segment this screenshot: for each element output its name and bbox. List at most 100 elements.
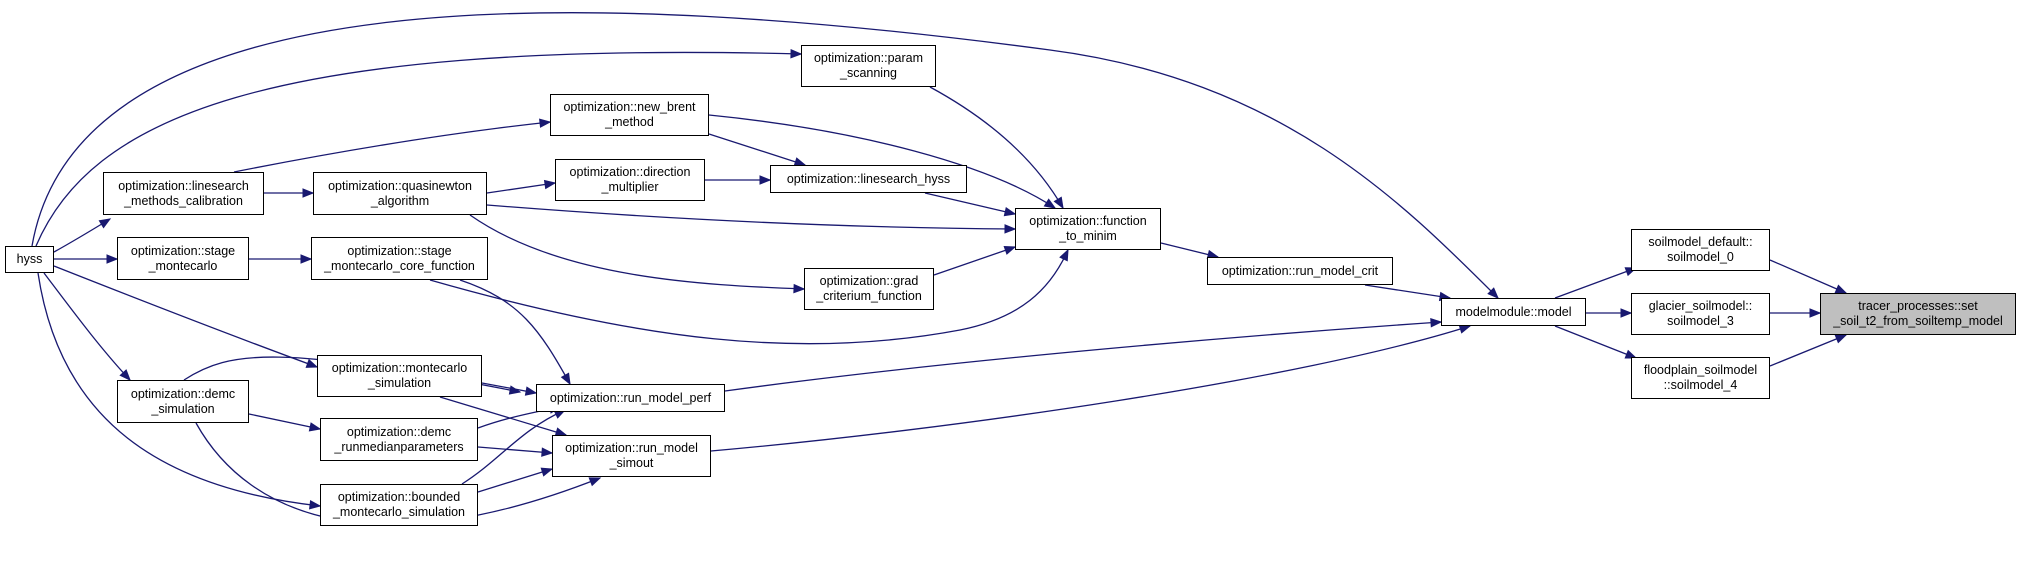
e-grad-fmin (933, 245, 1017, 276)
e-soil0-tracer-arrowhead (1834, 284, 1848, 294)
node-soilmodel-default-soilmodel-0[interactable]: soilmodel_default:: soilmodel_0 (1631, 229, 1770, 271)
node-optimization-new-brent-method[interactable]: optimization::new_brent _method (550, 94, 709, 136)
node-optimization-run-model-perf[interactable]: optimization::run_model_perf (536, 384, 725, 412)
e-demcsim-demcrun-line (248, 413, 321, 430)
node-label-line: optimization::direction (569, 165, 691, 179)
node-label-line: _to_minim (1059, 229, 1117, 243)
e-newbrent-lshyss (708, 133, 807, 167)
e-hyss-model-arrowhead (1487, 287, 1499, 299)
node-optimization-linesearch-hyss[interactable]: optimization::linesearch_hyss (770, 165, 967, 193)
e-simout-model (710, 324, 1472, 452)
e-quasi-grad (469, 214, 806, 294)
e-simout-model-arrowhead (1458, 324, 1472, 334)
e-soil4-tracer (1769, 334, 1848, 367)
e-newbrent-fmin (708, 114, 1057, 209)
e-param-fmin-line (929, 86, 1064, 209)
node-optimization-demc-simulation[interactable]: optimization::demc _simulation (117, 380, 249, 423)
node-label-line: optimization::grad (819, 274, 919, 288)
e-param-fmin-arrowhead (1053, 196, 1064, 210)
e-hyss-demcsim-arrowhead (119, 369, 131, 381)
node-label-line: optimization::function (1029, 214, 1147, 228)
e-boundedmc-simout-line (477, 468, 553, 493)
e-hyss-stagemc-arrowhead (106, 254, 119, 264)
e-model-soil0 (1554, 267, 1638, 299)
e-hyss-mcsim-arrowhead (305, 358, 319, 368)
e-quasi-grad-arrowhead (793, 283, 806, 294)
e-runcrit-model (1364, 284, 1452, 302)
node-optimization-bounded-montecarlo-simulation[interactable]: optimization::bounded _montecarlo_simula… (320, 484, 478, 526)
node-glacier-soilmodel-soilmodel-3[interactable]: glacier_soilmodel:: soilmodel_3 (1631, 293, 1770, 335)
e-model-soil0-line (1554, 267, 1637, 299)
node-optimization-function-to-minim[interactable]: optimization::function _to_minim (1015, 208, 1161, 250)
e-lshyss-fmin-arrowhead (1003, 206, 1017, 217)
node-optimization-run-model-crit[interactable]: optimization::run_model_crit (1207, 257, 1393, 285)
e-quasi-fmin-line (486, 204, 1016, 230)
e-mcsim-runperf (481, 382, 538, 396)
node-label-line: optimization::new_brent (563, 100, 696, 114)
e-hyss-mcsim (53, 265, 319, 368)
node-optimization-linesearch-methods-calibration[interactable]: optimization::linesearch _methods_calibr… (103, 172, 264, 215)
e-quasi-grad-line (469, 214, 805, 290)
e-stagecore-fmin (429, 248, 1069, 345)
node-hyss[interactable]: hyss (5, 246, 54, 273)
node-label-line: optimization::linesearch_hyss (786, 171, 951, 186)
node-label-line: optimization::run_model_perf (549, 390, 712, 405)
e-mcsim-runperf-arrowhead (524, 386, 538, 396)
node-optimization-param-scanning[interactable]: optimization::param _scanning (801, 45, 936, 87)
e-hyss-lscal (53, 218, 112, 253)
e-hyss-boundedmc-arrowhead (309, 500, 322, 510)
e-lshyss-fmin (924, 192, 1017, 217)
node-label-line: optimization::param (813, 51, 924, 65)
e-soil4-tracer-arrowhead (1834, 334, 1848, 344)
e-hyss-model-line (31, 12, 1499, 299)
e-param-fmin (929, 86, 1064, 210)
e-hyss-param-arrowhead (790, 49, 803, 59)
node-optimization-run-model-simout[interactable]: optimization::run_model _simout (552, 435, 711, 477)
e-hyss-demcsim-line (43, 272, 131, 381)
node-label-line: _montecarlo_core_function (324, 258, 475, 273)
e-demcsim-simout-arrowhead (588, 477, 602, 487)
e-lscal-quasi (264, 188, 315, 198)
e-soil0-tracer (1769, 259, 1848, 294)
e-hyss-param-line (35, 51, 802, 247)
node-label-line: modelmodule::model (1455, 304, 1572, 319)
node-optimization-stage-montecarlo-core-function[interactable]: optimization::stage _montecarlo_core_fun… (311, 237, 488, 280)
e-lscal-newbrent-arrowhead (539, 118, 552, 128)
e-stagecore-fmin-line (429, 249, 1069, 345)
e-mcsim-simout-line (439, 396, 567, 436)
e-stagecore-runperf-line (459, 279, 571, 385)
e-demcsim-demcrun (248, 413, 322, 432)
node-optimization-direction-multiplier[interactable]: optimization::direction _multiplier (555, 159, 705, 201)
e-stagecore-runperf-arrowhead (560, 372, 571, 386)
node-optimization-demc-runmedianparameters[interactable]: optimization::demc _runmedianparameters (320, 418, 478, 461)
node-label-line: optimization::linesearch (118, 178, 249, 193)
node-floodplain-soilmodel-soilmodel-4[interactable]: floodplain_soilmodel ::soilmodel_4 (1631, 357, 1770, 399)
e-demcrun-simout-line (477, 446, 553, 454)
node-optimization-grad-criterium-function[interactable]: optimization::grad _criterium_function (804, 268, 934, 310)
node-label-line: ::soilmodel_4 (1663, 378, 1738, 392)
e-soil4-tracer-line (1769, 334, 1847, 367)
node-label-line: soilmodel_default:: (1648, 235, 1753, 249)
e-boundedmc-runperf-line (461, 409, 566, 485)
e-runperf-model-line (724, 321, 1442, 392)
node-optimization-quasinewton-algorithm[interactable]: optimization::quasinewton _algorithm (313, 172, 487, 215)
e-hyss-stagemc (54, 254, 119, 264)
node-label-line: _scanning (840, 66, 897, 80)
e-newbrent-fmin-line (708, 114, 1056, 209)
node-modelmodule-model[interactable]: modelmodule::model (1441, 298, 1586, 326)
node-label-line: _multiplier (601, 180, 659, 194)
node-optimization-stage-montecarlo[interactable]: optimization::stage _montecarlo (117, 237, 249, 280)
e-hyss-demcsim (43, 272, 131, 381)
e-grad-fmin-arrowhead (1003, 245, 1017, 255)
node-label-line: _soil_t2_from_soiltemp_model (1833, 314, 2003, 328)
e-model-soil4 (1554, 325, 1638, 359)
e-model-soil3 (1586, 308, 1633, 318)
node-optimization-montecarlo-simulation[interactable]: optimization::montecarlo _simulation (317, 355, 482, 397)
e-runcrit-model-line (1364, 284, 1451, 299)
e-hyss-param (35, 49, 803, 247)
node-tracer-processes-set-soil-t2-from-soiltemp-model[interactable]: tracer_processes::set _soil_t2_from_soil… (1820, 293, 2016, 335)
e-model-soil4-line (1554, 325, 1637, 359)
node-label-line: _simulation (367, 376, 432, 390)
node-label-line: hyss (16, 252, 43, 266)
e-grad-fmin-line (933, 246, 1016, 276)
